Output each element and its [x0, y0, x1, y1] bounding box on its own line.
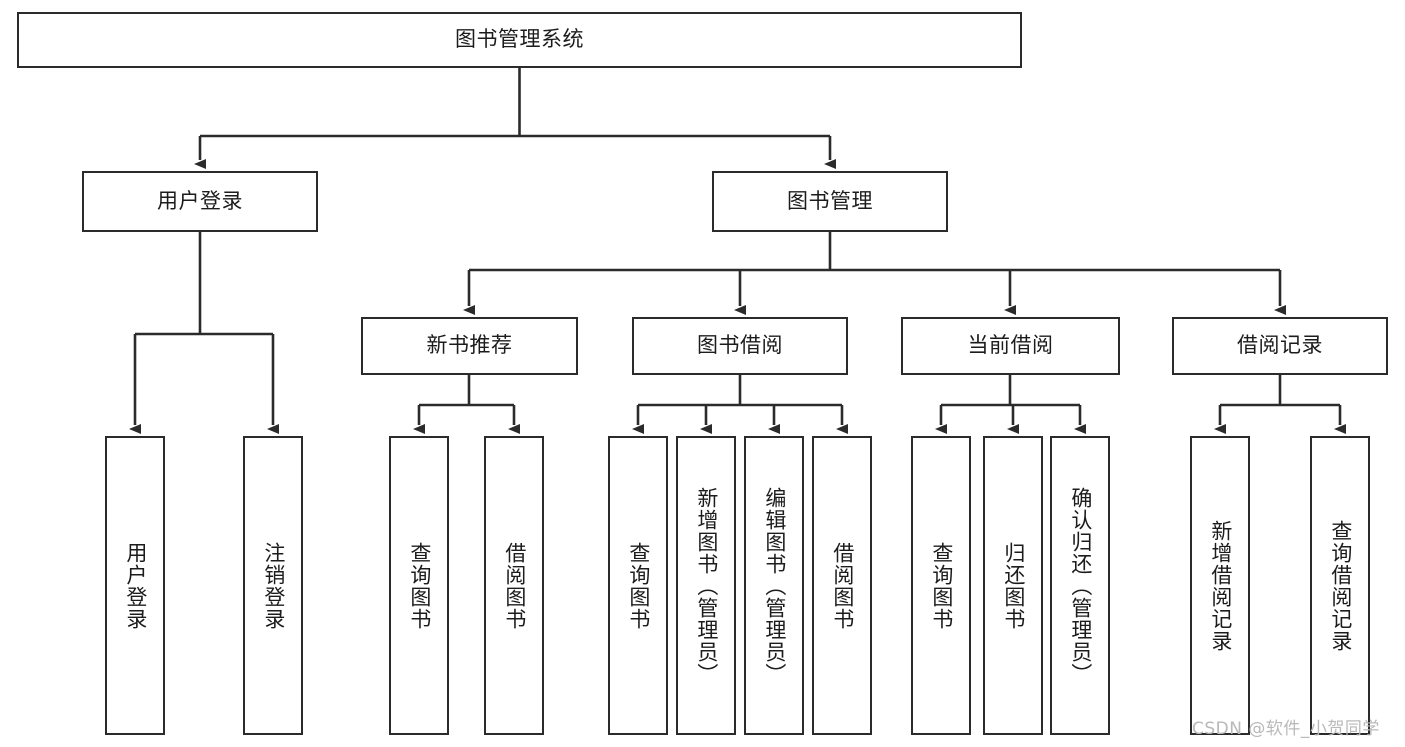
node-leaf-borrow-book-1-label: 借阅图书	[502, 541, 527, 630]
node-book-manage[interactable]: 图书管理	[712, 171, 948, 232]
node-leaf-query-book-3[interactable]: 查询图书	[911, 436, 971, 735]
node-user-login-label: 用户登录	[157, 188, 243, 213]
node-leaf-add-record[interactable]: 新增借阅记录	[1190, 436, 1250, 735]
node-leaf-query-book-3-label: 查询图书	[929, 541, 954, 630]
node-borrow-record[interactable]: 借阅记录	[1172, 317, 1388, 375]
node-leaf-query-book-2[interactable]: 查询图书	[608, 436, 668, 735]
node-leaf-add-book[interactable]: 新增图书（管理员）	[676, 436, 736, 735]
node-book-manage-label: 图书管理	[787, 188, 873, 213]
node-leaf-user-logout-label: 注销登录	[261, 541, 286, 630]
node-leaf-add-book-label: 新增图书（管理员）	[694, 486, 719, 685]
node-leaf-add-record-label: 新增借阅记录	[1208, 519, 1233, 652]
node-leaf-return-book[interactable]: 归还图书	[983, 436, 1043, 735]
node-leaf-query-book-1[interactable]: 查询图书	[389, 436, 449, 735]
node-leaf-user-login-label: 用户登录	[123, 541, 148, 630]
node-new-book-recommend[interactable]: 新书推荐	[361, 317, 578, 375]
node-new-book-recommend-label: 新书推荐	[426, 333, 513, 358]
node-leaf-edit-book[interactable]: 编辑图书（管理员）	[744, 436, 804, 735]
node-leaf-edit-book-label: 编辑图书（管理员）	[762, 486, 787, 685]
node-leaf-return-book-label: 归还图书	[1001, 541, 1026, 630]
node-book-borrow-label: 图书借阅	[697, 333, 783, 358]
node-root-label: 图书管理系统	[455, 27, 584, 52]
node-current-borrow-label: 当前借阅	[967, 333, 1054, 358]
node-leaf-query-book-2-label: 查询图书	[626, 541, 651, 630]
node-leaf-user-login[interactable]: 用户登录	[105, 436, 165, 735]
node-leaf-query-book-1-label: 查询图书	[407, 541, 432, 630]
node-leaf-user-logout[interactable]: 注销登录	[243, 436, 303, 735]
node-leaf-borrow-book-1[interactable]: 借阅图书	[484, 436, 544, 735]
node-leaf-query-record-label: 查询借阅记录	[1328, 519, 1353, 652]
node-book-borrow[interactable]: 图书借阅	[632, 317, 848, 375]
node-leaf-borrow-book-2[interactable]: 借阅图书	[812, 436, 872, 735]
node-current-borrow[interactable]: 当前借阅	[901, 317, 1120, 375]
node-leaf-confirm-return-label: 确认归还（管理员）	[1068, 486, 1093, 685]
node-root[interactable]: 图书管理系统	[17, 12, 1022, 68]
node-borrow-record-label: 借阅记录	[1237, 333, 1323, 358]
node-leaf-query-record[interactable]: 查询借阅记录	[1310, 436, 1370, 735]
node-leaf-confirm-return[interactable]: 确认归还（管理员）	[1050, 436, 1110, 735]
node-leaf-borrow-book-2-label: 借阅图书	[830, 541, 855, 630]
node-user-login[interactable]: 用户登录	[82, 171, 318, 232]
